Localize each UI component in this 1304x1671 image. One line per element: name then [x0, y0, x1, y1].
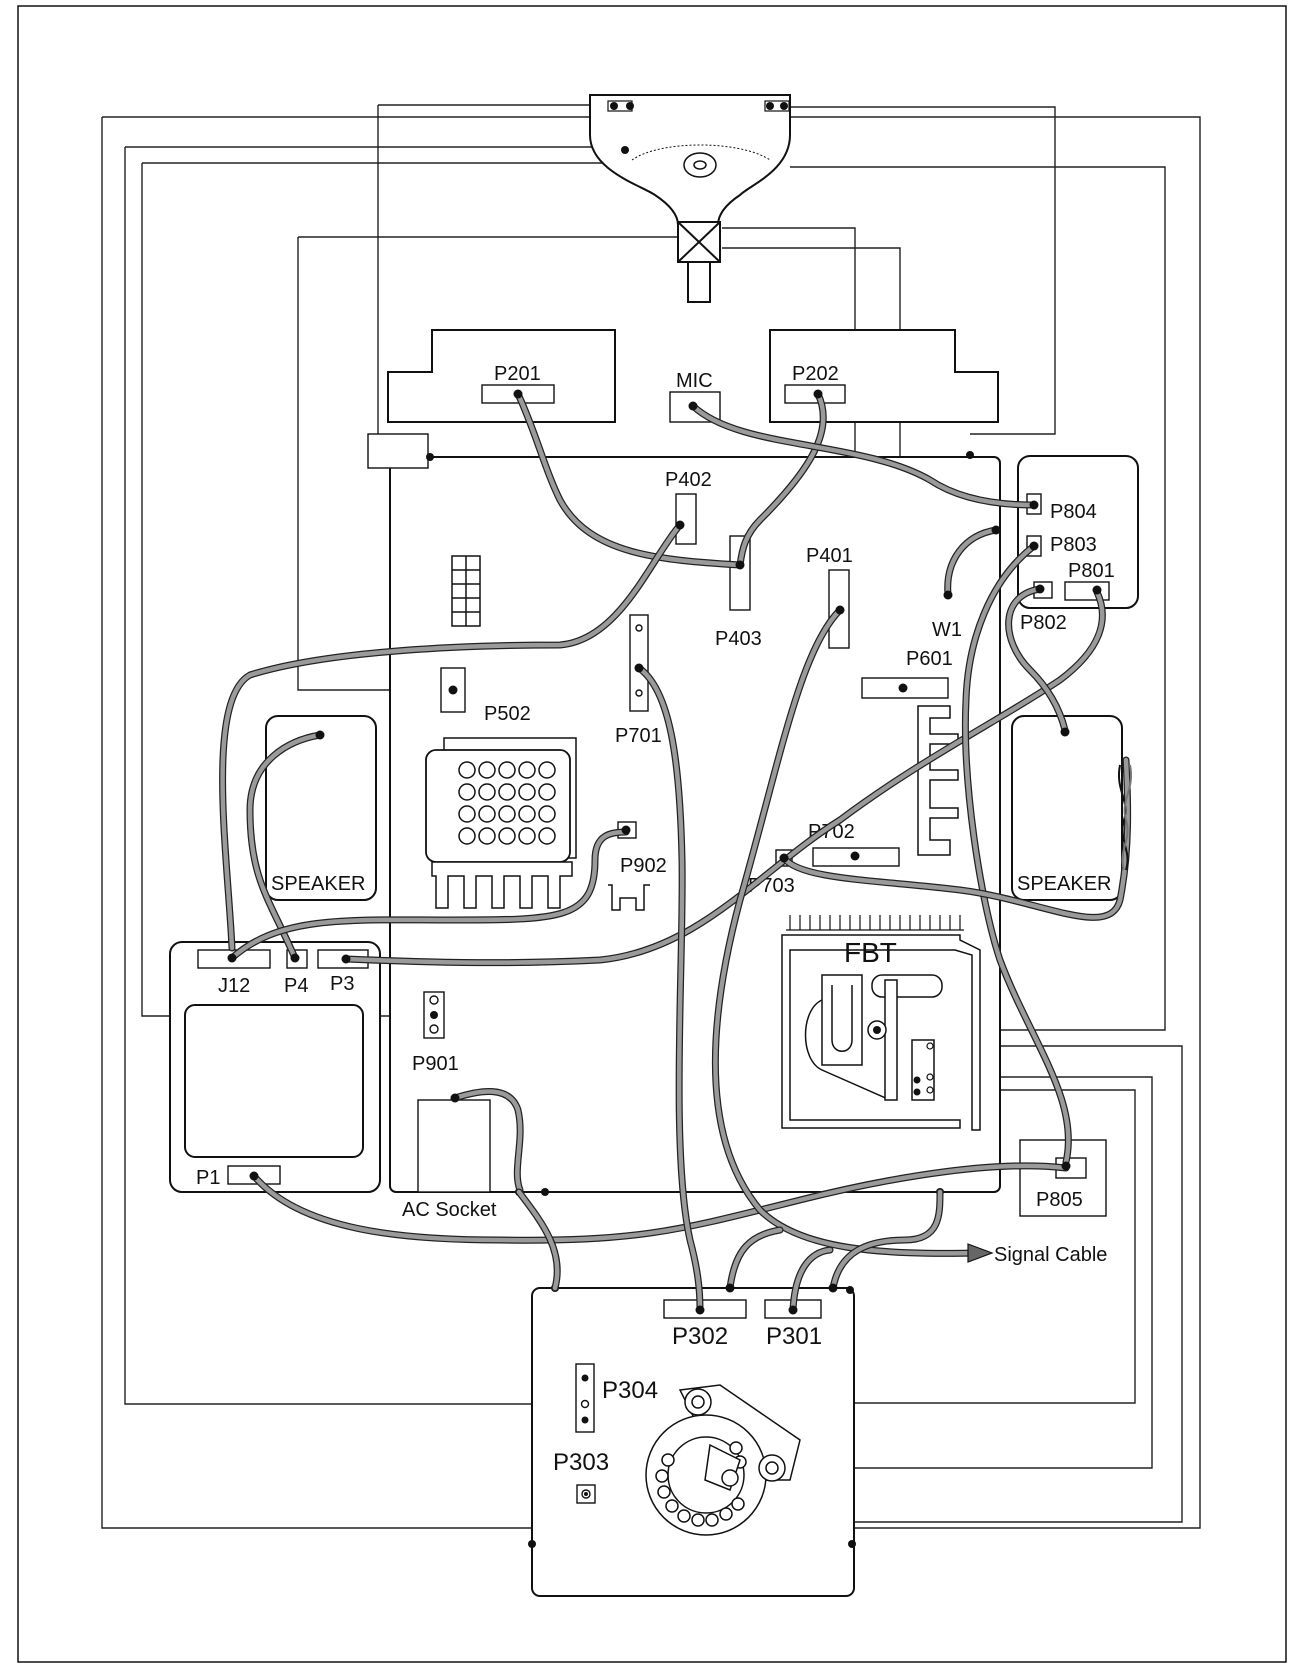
signal-cable-arrow — [967, 1243, 994, 1263]
crt-socket — [645, 1384, 801, 1536]
crt-tube — [589, 94, 791, 303]
label-speaker-left: SPEAKER — [271, 873, 365, 895]
main-board-tab — [367, 433, 429, 469]
board-right-top — [1017, 455, 1139, 609]
label-p303: P303 — [553, 1449, 609, 1476]
label-p401: P401 — [806, 545, 853, 567]
fbt — [781, 915, 981, 1131]
label-p403: P403 — [715, 628, 762, 650]
power-transformer — [425, 737, 577, 909]
label-fbt: FBT — [844, 937, 897, 968]
ac-socket — [417, 1099, 491, 1193]
label-p202: P202 — [792, 363, 839, 385]
connector-p402 — [675, 493, 697, 545]
label-p301: P301 — [766, 1323, 822, 1350]
label-p302: P302 — [672, 1323, 728, 1350]
label-signal-cable: Signal Cable — [994, 1244, 1107, 1266]
screen-window — [184, 1004, 364, 1158]
label-p3: P3 — [330, 973, 354, 995]
label-p4: P4 — [284, 975, 308, 997]
label-w1: W1 — [932, 619, 962, 641]
connection-dots — [227, 389, 1102, 1315]
label-mic: MIC — [676, 370, 713, 392]
label-p805: P805 — [1036, 1189, 1083, 1211]
label-speaker-right: SPEAKER — [1017, 873, 1111, 895]
heatsink-small — [451, 555, 481, 627]
label-ac-socket: AC Socket — [402, 1199, 497, 1221]
bracket — [608, 884, 650, 911]
connector-p701 — [629, 614, 649, 712]
label-p801: P801 — [1068, 560, 1115, 582]
connector-p304 — [575, 1363, 595, 1433]
harness-bundles — [219, 390, 1132, 1314]
label-p804: P804 — [1050, 501, 1097, 523]
thin-wires — [101, 104, 1201, 1529]
label-p901: P901 — [412, 1053, 459, 1075]
label-p803: P803 — [1050, 534, 1097, 556]
board-p201 — [387, 329, 616, 423]
label-p902: P902 — [620, 855, 667, 877]
label-p701: P701 — [615, 725, 662, 747]
label-p201: P201 — [494, 363, 541, 385]
speaker-left — [265, 715, 377, 901]
label-j12: J12 — [218, 975, 250, 997]
label-p1: P1 — [196, 1167, 220, 1189]
connector-p302 — [663, 1299, 747, 1319]
label-p304: P304 — [602, 1377, 658, 1404]
label-p502: P502 — [484, 703, 531, 725]
label-p802: P802 — [1020, 612, 1067, 634]
label-p402: P402 — [665, 469, 712, 491]
page-frame — [17, 5, 1287, 1663]
speaker-right — [1011, 715, 1123, 901]
label-p601: P601 — [906, 648, 953, 670]
heatsink-right — [917, 705, 959, 856]
